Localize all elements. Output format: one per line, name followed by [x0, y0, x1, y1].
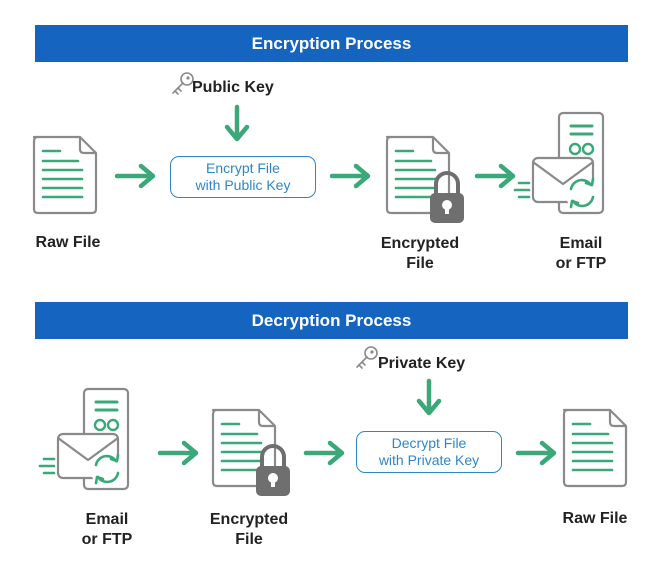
encrypt-step-line1: Encrypt File	[206, 160, 280, 176]
decrypt-step-line2: with Private Key	[378, 452, 480, 468]
encryption-banner: Encryption Process	[35, 25, 628, 62]
arrow-right-icon	[306, 443, 342, 463]
raw-file-icon	[562, 408, 628, 488]
encrypted-file-label: Encrypted File	[189, 510, 309, 550]
email-server-icon	[513, 111, 605, 215]
email-ftp-label: Email or FTP	[47, 510, 167, 550]
encrypt-step-box: Encrypt File with Public Key	[170, 156, 316, 198]
decrypt-step-box: Decrypt File with Private Key	[356, 431, 502, 473]
encrypted-file-label-line1: Encrypted	[209, 511, 289, 528]
raw-file-icon	[32, 135, 98, 215]
arrow-right-icon	[117, 166, 153, 186]
arrow-right-icon	[160, 443, 196, 463]
email-ftp-label-line1: Email	[85, 511, 129, 528]
encrypted-file-label-line2: File	[406, 255, 434, 272]
encrypted-file-icon	[385, 135, 466, 225]
decryption-banner: Decryption Process	[35, 302, 628, 339]
encrypted-file-label-line1: Encrypted	[380, 235, 460, 252]
encrypted-file-label-line2: File	[235, 531, 263, 548]
raw-file-label: Raw File	[35, 234, 101, 251]
encrypted-file-label: Encrypted File	[360, 234, 480, 274]
encrypt-step-line2: with Public Key	[195, 177, 291, 193]
encrypted-file-icon	[211, 408, 292, 498]
public-key-label: Public Key	[192, 79, 274, 96]
email-server-icon	[38, 387, 130, 491]
arrow-down-icon	[227, 107, 247, 139]
email-ftp-label: Email or FTP	[521, 234, 641, 274]
decrypt-step-line1: Decrypt File	[391, 435, 467, 451]
private-key-label: Private Key	[378, 355, 466, 372]
email-ftp-label-line2: or FTP	[81, 531, 133, 548]
public-key-icon	[172, 72, 194, 95]
private-key-icon	[356, 346, 378, 369]
arrow-right-icon	[477, 166, 513, 186]
arrow-right-icon	[332, 166, 368, 186]
arrow-down-icon	[419, 381, 439, 413]
email-ftp-label-line1: Email	[559, 235, 603, 252]
arrow-right-icon	[518, 443, 554, 463]
email-ftp-label-line2: or FTP	[555, 255, 607, 272]
raw-file-label: Raw File	[562, 510, 628, 527]
